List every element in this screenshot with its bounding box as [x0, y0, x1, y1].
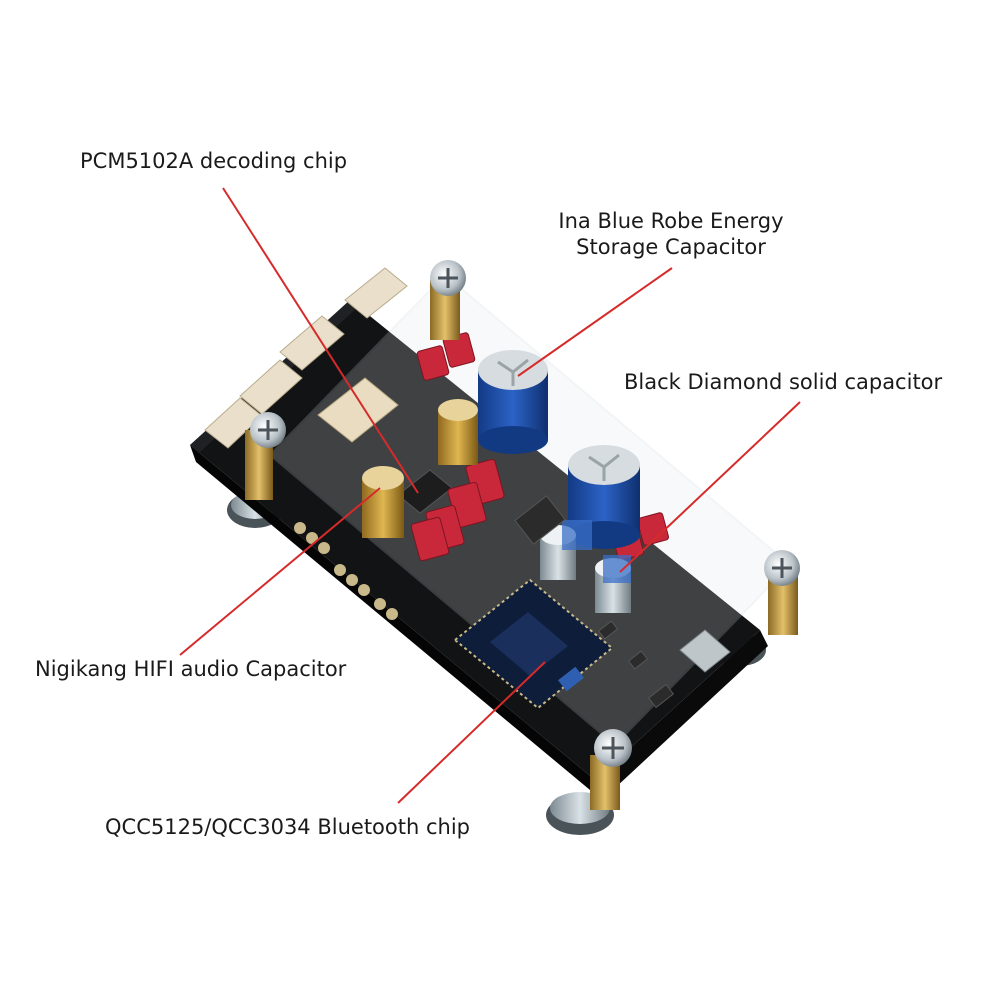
ina-label-line2: Storage Capacitor: [576, 235, 766, 259]
ina-label: Ina Blue Robe Energy Storage Capacitor: [545, 208, 797, 260]
black-diamond-label: Black Diamond solid capacitor: [624, 370, 943, 394]
ina-pointer: [517, 267, 673, 377]
usb-c-port: [679, 629, 731, 673]
nigikang-pointer: [179, 487, 381, 656]
gold-capacitors: [362, 399, 478, 538]
callout-lines: [179, 187, 801, 804]
smd-components: [514, 495, 675, 709]
black-diamond-pointer: [619, 401, 801, 573]
ina-label-line1: Ina Blue Robe Energy: [558, 209, 784, 233]
silver-capacitors: [540, 520, 631, 613]
qcc-bluetooth-module: [453, 578, 614, 710]
relay: [317, 377, 399, 443]
screw-icon: [250, 260, 800, 767]
pcm-pointer: [222, 187, 419, 494]
pcm-label: PCM5102A decoding chip: [80, 149, 348, 173]
pcb-edge: [190, 445, 602, 800]
qcc-label: QCC5125/QCC3034 Bluetooth chip: [105, 815, 470, 839]
connector-icon: [204, 267, 408, 449]
blue-capacitors: [478, 350, 640, 549]
edge-pads: [294, 522, 398, 620]
qcc-pointer: [397, 661, 546, 804]
nigikang-label: Nigikang HIFI audio Capacitor: [35, 657, 347, 681]
